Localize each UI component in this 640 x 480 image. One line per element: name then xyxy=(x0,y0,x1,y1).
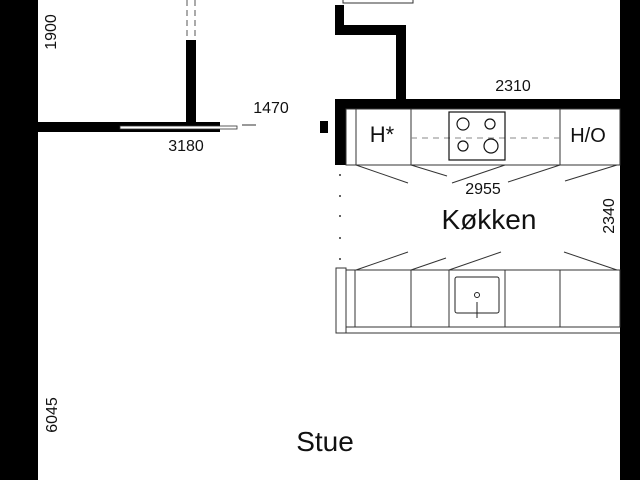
kitchen-top-wall xyxy=(335,99,620,109)
partition-wall-vertical xyxy=(186,40,196,125)
sink xyxy=(454,276,500,318)
kitchen-left-wall xyxy=(335,99,346,165)
upper-wall-horizontal xyxy=(335,25,406,35)
upper-wall-vertical xyxy=(396,25,406,103)
upper-wall-stub xyxy=(335,5,344,35)
sliding-door xyxy=(119,125,238,130)
dimension-label: 2310 xyxy=(495,78,531,95)
opening-dots xyxy=(339,174,341,260)
right-exterior-wall xyxy=(620,0,640,480)
dimension-label: 1470 xyxy=(253,100,289,117)
left-exterior-wall xyxy=(0,0,38,480)
upper-counter xyxy=(345,108,621,184)
dimension-label: 6045 xyxy=(44,397,61,433)
upper-fixture xyxy=(342,0,414,4)
dimension-label: 3180 xyxy=(168,138,204,155)
cabinet-label: H/O xyxy=(570,125,606,147)
room-label-living: Stue xyxy=(296,426,354,457)
dimension-label: 2340 xyxy=(601,198,618,234)
dimension-label: 2955 xyxy=(465,181,501,198)
cabinet-label: H* xyxy=(370,122,395,147)
dimension-label: 1900 xyxy=(43,14,60,50)
cooktop xyxy=(448,111,506,161)
wall-fixture xyxy=(320,121,328,133)
room-label-kitchen: Køkken xyxy=(442,204,537,235)
lower-counter xyxy=(335,251,621,334)
